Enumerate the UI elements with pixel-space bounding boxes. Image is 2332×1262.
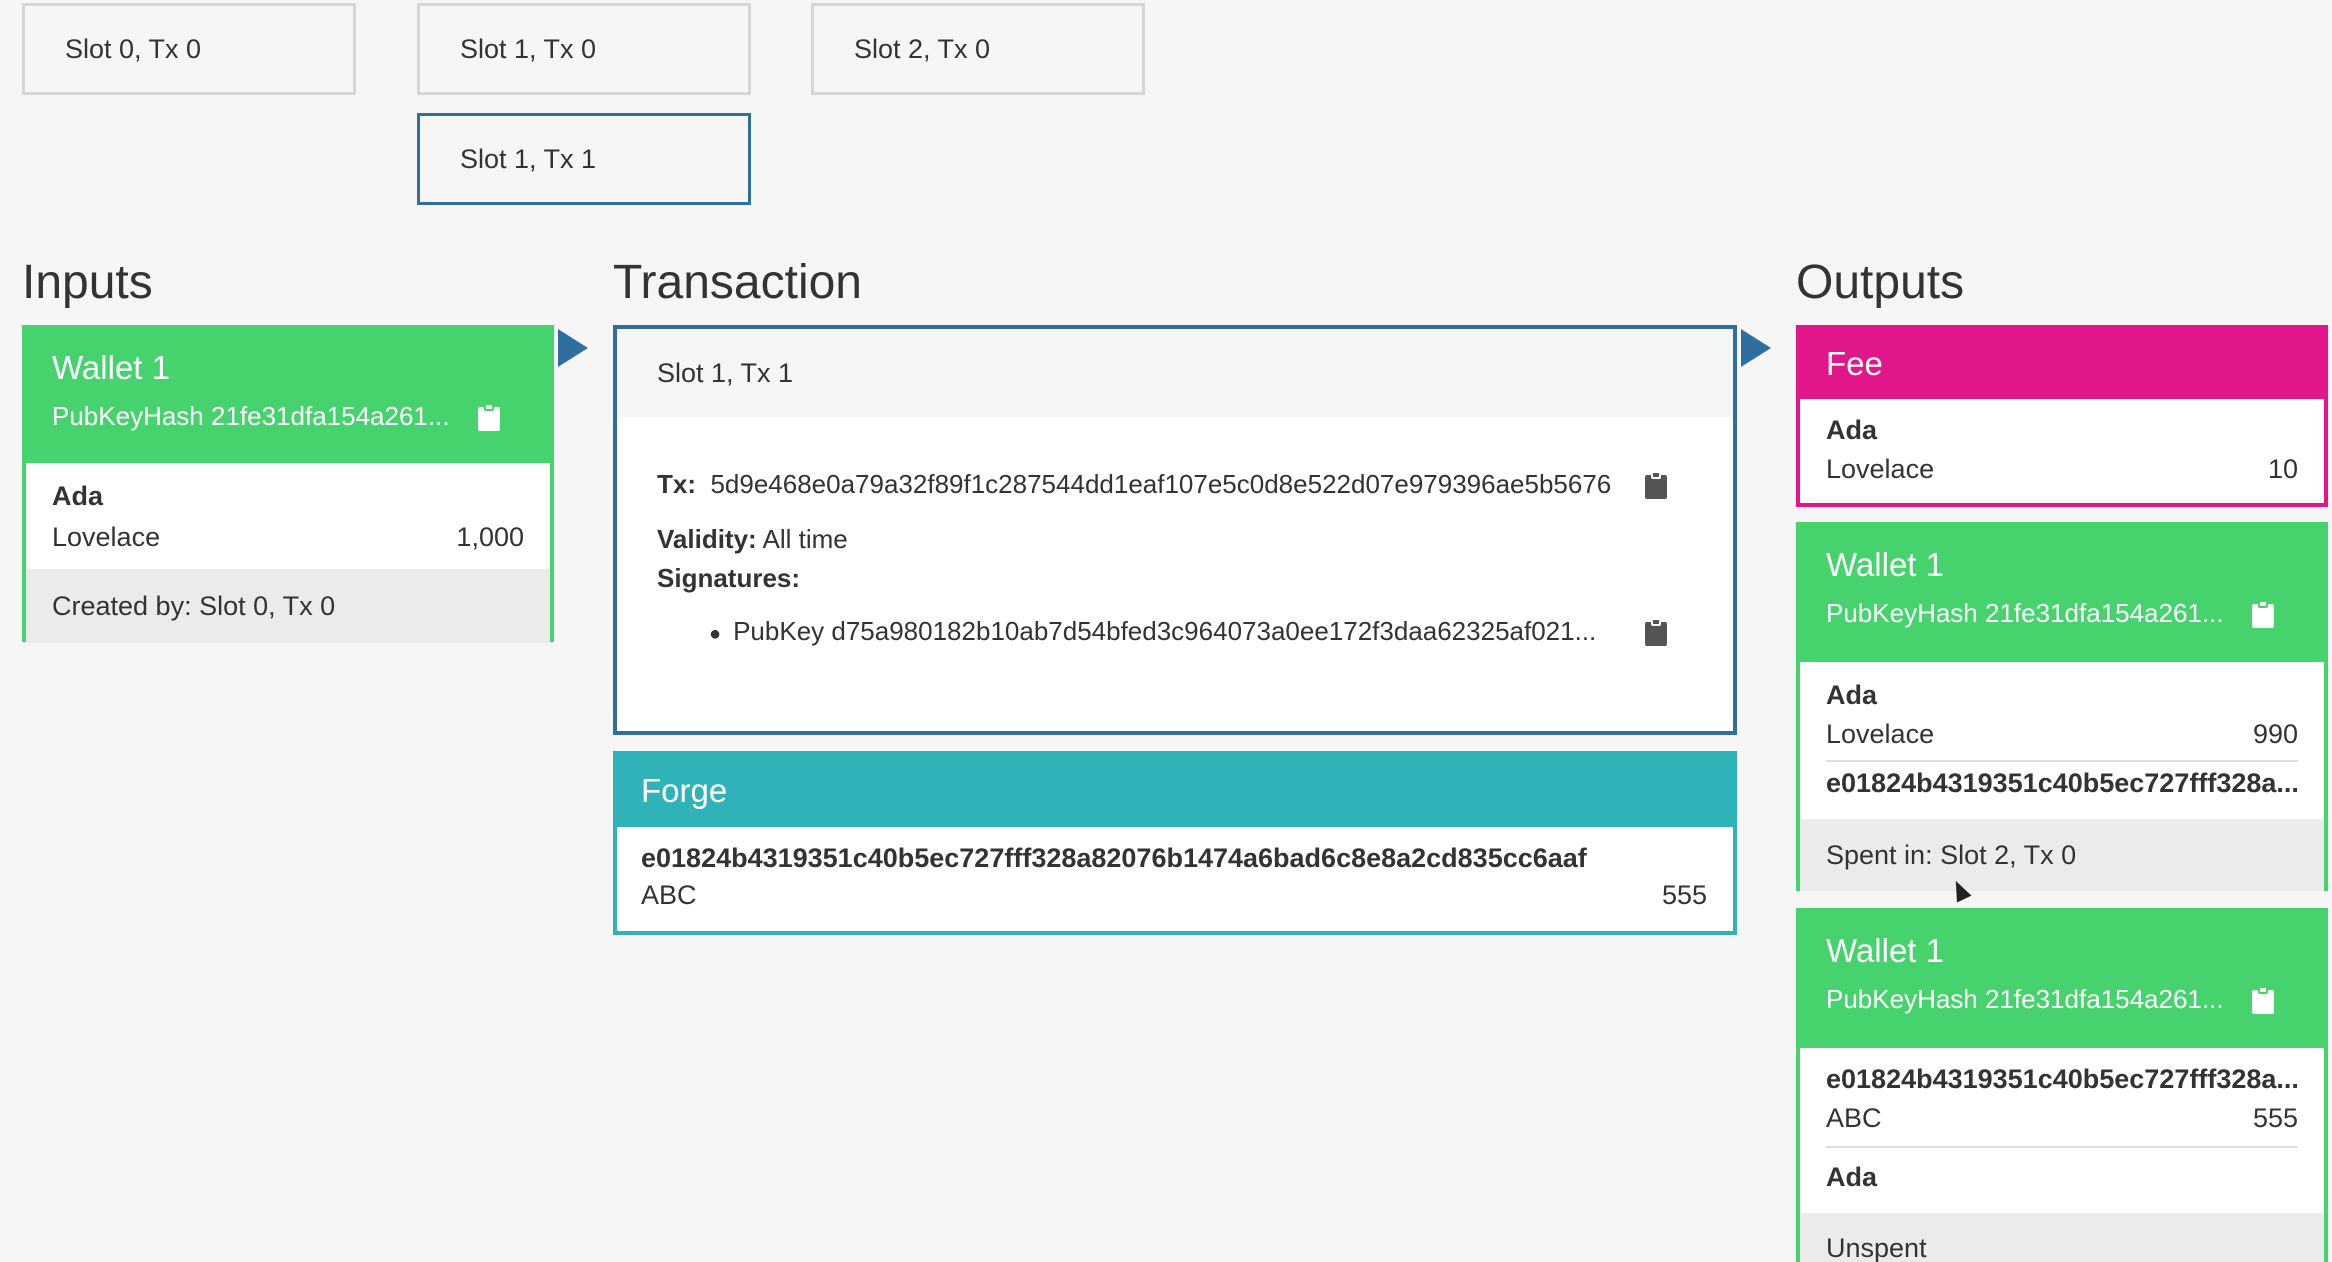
forge-amount: 555	[1661, 880, 1707, 910]
slot-button-1-1[interactable]: Slot 1, Tx 1	[417, 113, 751, 205]
currency-label: Ada	[52, 481, 524, 512]
tx-hash-row: Tx: 5d9e468e0a79a32f89f1c287544dd1eaf107…	[657, 469, 1693, 500]
output1-value: Ada Lovelace 990	[1800, 662, 2324, 750]
input-value: Ada Lovelace 1,000	[26, 463, 550, 569]
output1-header: Wallet 1 PubKeyHash 21fe31dfa154a261...	[1800, 526, 2324, 662]
token-row: Lovelace 1,000	[52, 522, 524, 553]
fee-token-row: Lovelace 10	[1826, 454, 2298, 485]
forge-token: ABC	[641, 880, 697, 910]
clipboard-icon[interactable]	[2252, 599, 2274, 628]
output1-footer: Spent in: Slot 2, Tx 0	[1800, 819, 2324, 891]
forge-header: Forge	[617, 755, 1733, 827]
divider	[1826, 1146, 2298, 1148]
forge-currency-hash: e01824b4319351c40b5ec727fff328a82076b147…	[641, 843, 1587, 873]
transaction-body: Tx: 5d9e468e0a79a32f89f1c287544dd1eaf107…	[617, 417, 1733, 647]
pubkey-row: PubKeyHash 21fe31dfa154a261...	[1826, 984, 2298, 1015]
play-arrow-icon	[558, 329, 588, 367]
fee-currency: Ada	[1826, 415, 2298, 446]
token-row: ABC 555	[1826, 1103, 2298, 1134]
token-name: Lovelace	[1826, 719, 1935, 749]
clipboard-icon[interactable]	[1645, 617, 1667, 646]
input-card: Wallet 1 PubKeyHash 21fe31dfa154a261... …	[22, 325, 554, 643]
token-amount: 990	[2252, 719, 2298, 749]
forge-title: Forge	[641, 772, 728, 809]
wallet-title: Wallet 1	[1826, 932, 1944, 969]
signature-row: ● PubKey d75a980182b10ab7d54bfed3c964073a…	[657, 616, 1693, 647]
slot-button-0-0[interactable]: Slot 0, Tx 0	[22, 3, 356, 95]
divider	[1826, 760, 2298, 762]
validity-label: Validity:	[657, 524, 757, 554]
pubkey-hash: PubKeyHash 21fe31dfa154a261...	[1826, 984, 2224, 1014]
pubkey-row: PubKeyHash 21fe31dfa154a261...	[1826, 598, 2298, 629]
validity-row: Validity: All time	[657, 524, 1693, 555]
fee-title: Fee	[1826, 345, 1883, 382]
transaction-id: Slot 1, Tx 1	[657, 357, 794, 388]
pubkey-row: PubKeyHash 21fe31dfa154a261...	[52, 401, 524, 432]
currency-name: Ada	[52, 481, 104, 511]
currency-name: Ada	[1826, 1162, 1878, 1192]
clipboard-icon[interactable]	[478, 402, 500, 431]
input-footer: Created by: Slot 0, Tx 0	[26, 569, 550, 643]
transaction-heading: Transaction	[613, 256, 862, 309]
transaction-header: Slot 1, Tx 1	[617, 329, 1733, 417]
transaction-card: Slot 1, Tx 1 Tx: 5d9e468e0a79a32f89f1c28…	[613, 325, 1737, 735]
currency-hash: e01824b4319351c40b5ec727fff328a...	[1826, 1064, 2299, 1094]
token-amount: 1,000	[456, 522, 524, 552]
forge-body: e01824b4319351c40b5ec727fff328a82076b147…	[617, 827, 1733, 911]
currency-hash: e01824b4319351c40b5ec727fff328a...	[1826, 768, 2299, 798]
forge-card: Forge e01824b4319351c40b5ec727fff328a820…	[613, 751, 1737, 935]
token-name: Lovelace	[52, 522, 161, 552]
inputs-heading: Inputs	[22, 256, 153, 309]
fee-token: Lovelace	[1826, 454, 1935, 484]
fee-currency-name: Ada	[1826, 415, 1878, 445]
tx-label: Tx:	[657, 469, 696, 499]
currency-label: Ada	[1826, 680, 2298, 711]
currency-label-2: Ada	[1800, 1148, 2324, 1193]
fee-body: Ada Lovelace 10	[1800, 399, 2324, 485]
pubkey-hash: PubKeyHash 21fe31dfa154a261...	[52, 401, 450, 431]
validity-value: All time	[762, 524, 848, 554]
currency-label-2: e01824b4319351c40b5ec727fff328a...	[1800, 762, 2324, 799]
spent-in: Spent in: Slot 2, Tx 0	[1826, 839, 2077, 870]
token-row: Lovelace 990	[1826, 719, 2298, 750]
output2-value: e01824b4319351c40b5ec727fff328a... ABC 5…	[1800, 1048, 2324, 1134]
pubkey-hash: PubKeyHash 21fe31dfa154a261...	[1826, 598, 2224, 628]
clipboard-icon[interactable]	[2252, 985, 2274, 1014]
token-name: ABC	[1826, 1103, 1882, 1133]
bullet: ●	[709, 623, 722, 645]
wallet-title: Wallet 1	[52, 349, 170, 386]
output2-footer: Unspent	[1800, 1213, 2324, 1262]
token-amount: 555	[2252, 1103, 2298, 1133]
output-card-1: Wallet 1 PubKeyHash 21fe31dfa154a261... …	[1796, 522, 2328, 891]
wallet-title: Wallet 1	[1826, 546, 1944, 583]
play-arrow-icon	[1741, 329, 1771, 367]
outputs-heading: Outputs	[1796, 256, 1965, 309]
tx-hash: 5d9e468e0a79a32f89f1c287544dd1eaf107e5c0…	[710, 469, 1612, 499]
fee-amount: 10	[2267, 454, 2298, 484]
clipboard-icon[interactable]	[1645, 470, 1667, 499]
signature-pubkey: PubKey d75a980182b10ab7d54bfed3c964073a0…	[733, 616, 1597, 646]
output2-header: Wallet 1 PubKeyHash 21fe31dfa154a261...	[1800, 912, 2324, 1048]
created-by: Created by: Slot 0, Tx 0	[52, 590, 336, 621]
forge-currency: e01824b4319351c40b5ec727fff328a82076b147…	[641, 843, 1707, 874]
currency-label: e01824b4319351c40b5ec727fff328a...	[1826, 1064, 2299, 1095]
slot-button-1-0[interactable]: Slot 1, Tx 0	[417, 3, 751, 95]
forge-token-row: ABC 555	[641, 880, 1707, 911]
unspent-status: Unspent	[1826, 1232, 1927, 1262]
currency-name: Ada	[1826, 680, 1878, 710]
signatures-label: Signatures:	[657, 563, 801, 593]
fee-header: Fee	[1800, 329, 2324, 399]
output-card-2: Wallet 1 PubKeyHash 21fe31dfa154a261... …	[1796, 908, 2328, 1262]
fee-card: Fee Ada Lovelace 10	[1796, 325, 2328, 507]
slot-button-2-0[interactable]: Slot 2, Tx 0	[811, 3, 1145, 95]
input-card-header: Wallet 1 PubKeyHash 21fe31dfa154a261...	[26, 329, 550, 463]
